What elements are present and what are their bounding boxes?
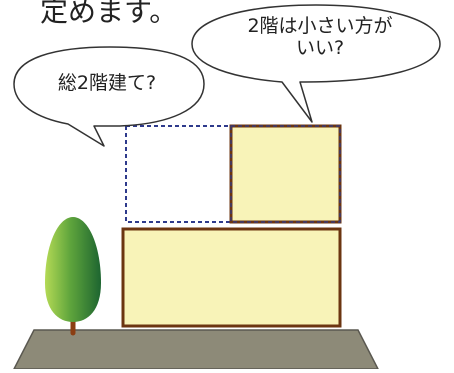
ground	[12, 329, 380, 370]
second-floor-small	[229, 124, 342, 224]
heading-text: 定めます。	[40, 0, 178, 28]
speech-bubble-right	[191, 4, 441, 123]
tree	[45, 217, 101, 336]
bubble-right-line1: 2階は小さい方が	[247, 15, 393, 37]
bubble-right-line2: いい?	[295, 37, 345, 59]
speech-bubble-left	[13, 46, 205, 147]
first-floor	[121, 227, 342, 328]
bubble-right-text: 2階は小さい方が いい?	[200, 15, 440, 59]
bubble-left-text: 総2階建て?	[57, 72, 157, 94]
second-floor-small-dashed-edge	[230, 125, 341, 223]
tree-crown	[45, 217, 101, 322]
